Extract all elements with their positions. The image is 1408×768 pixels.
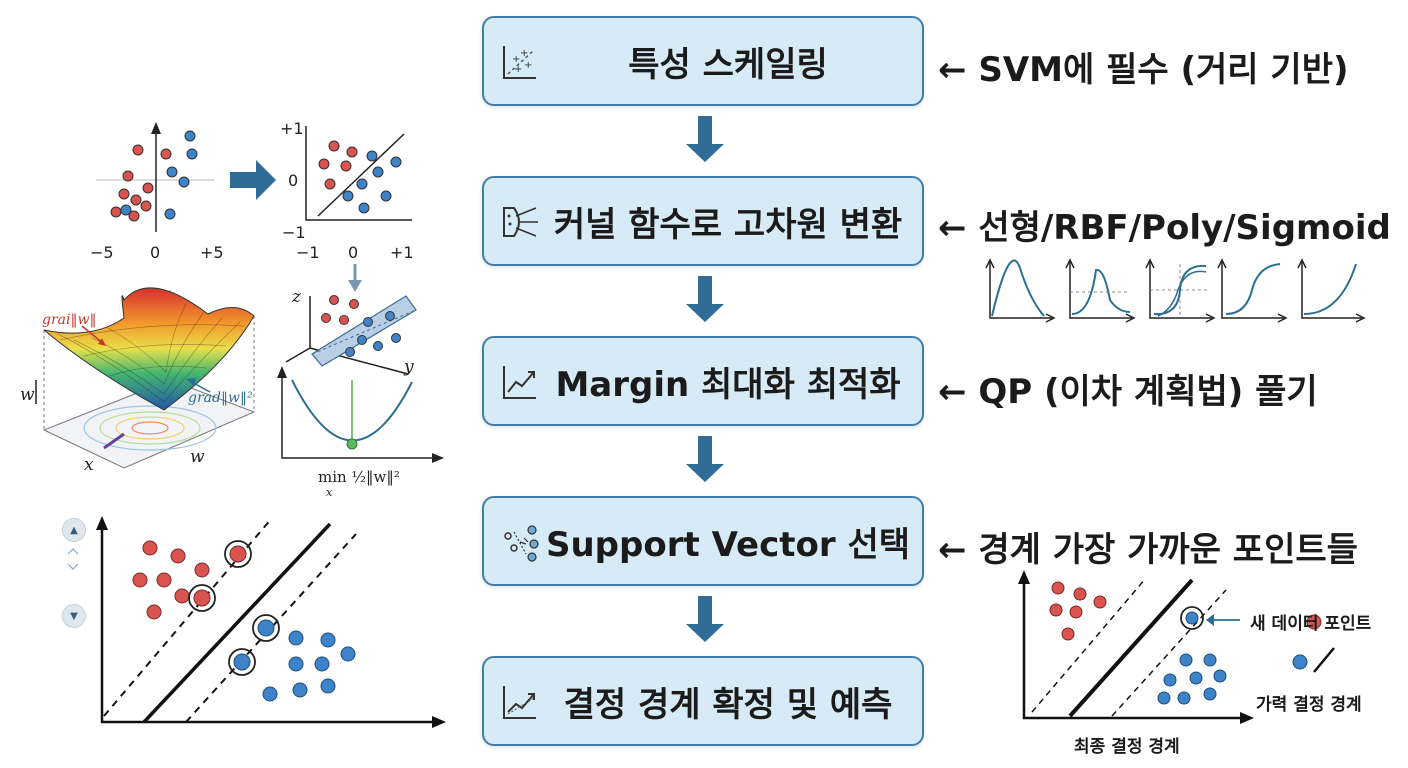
- final-boundary-label: 최종 결정 경계: [1074, 737, 1180, 757]
- tick-label: −1: [296, 243, 320, 262]
- step-support-vector: Support Vector 선택: [482, 496, 924, 586]
- kernel-plot-sigmoid: [1217, 258, 1288, 323]
- tick-label: 0: [288, 171, 298, 190]
- objective-label: min ½‖w‖²: [318, 468, 400, 486]
- chevron-up-icon: [67, 548, 79, 555]
- kernel-3d-plane: z y: [285, 287, 417, 377]
- tick-label: 0: [150, 243, 160, 262]
- axis-label-z: z: [291, 287, 302, 307]
- step-margin-optimization: Margin 최대화 최적화: [482, 336, 924, 426]
- flow-arrow-down: [686, 596, 724, 642]
- chevron-down-icon: [67, 563, 79, 570]
- tick-label: +1: [390, 243, 414, 262]
- flow-arrow-down: [686, 116, 724, 162]
- note-support-points: ← 경계 가장 가까운 포인트들: [938, 530, 1358, 570]
- flow-arrow-down: [686, 276, 724, 322]
- objective-subscript: x: [326, 486, 333, 499]
- step-label: 커널 함수로 고차원 변환: [553, 204, 903, 245]
- scatter-before-scaling: −5 0 +5: [90, 122, 224, 262]
- grad-label-right: grad‖w‖²: [188, 390, 253, 406]
- step-label: 결정 경계 확정 및 예측: [563, 684, 893, 725]
- step-decision-boundary: 결정 경계 확정 및 예측: [482, 656, 924, 746]
- tick-label: +5: [200, 243, 224, 262]
- trend-chart-icon: [503, 686, 536, 719]
- axis-label-w-left: w: [20, 385, 35, 405]
- svg-text:+: +: [512, 54, 520, 65]
- scroll-down-button[interactable]: ▼: [62, 604, 86, 628]
- note-kernels: ← 선형/RBF/Poly/Sigmoid: [938, 208, 1391, 248]
- tick-label: −1: [282, 223, 306, 242]
- scaling-arrow: [230, 160, 276, 200]
- step-feature-scaling: ++ ++ 특성 스케일링: [482, 16, 924, 106]
- kernel-plot-linear: [985, 258, 1056, 323]
- kernel-plot-poly: [1145, 258, 1216, 323]
- tick-label: 0: [348, 243, 358, 262]
- boundary-legend-label: 가력 결정 경계: [1256, 695, 1362, 715]
- support-vector-icon: [504, 525, 539, 562]
- step-label: Support Vector 선택: [545, 524, 911, 565]
- axis-label-y: y: [403, 357, 414, 377]
- new-point-label: 새 데이터 포인트: [1250, 614, 1372, 634]
- funnel-transform-icon: [503, 207, 538, 237]
- step-kernel-transform: 커널 함수로 고차원 변환: [482, 176, 924, 266]
- line-chart-icon: [503, 366, 536, 399]
- note-scaling: ← SVM에 필수 (거리 기반): [938, 50, 1349, 90]
- svg-text:+: +: [524, 60, 532, 71]
- axis-label-w-right: w: [190, 447, 205, 467]
- objective-parabola: min ½‖w‖² x: [277, 366, 444, 499]
- tick-label: −5: [90, 243, 114, 262]
- kernel-plot-exponential: [1297, 258, 1366, 323]
- step-label: Margin 최대화 최적화: [555, 364, 901, 405]
- svg-text:+: +: [514, 64, 522, 75]
- grad-label-top: grai‖w‖: [42, 312, 96, 328]
- scatter-plot-icon: ++ ++: [503, 46, 536, 79]
- kernel-plot-rbf: [1065, 258, 1136, 323]
- note-qp: ← QP (이차 계획법) 풀기: [938, 372, 1318, 412]
- flow-arrow-down: [686, 436, 724, 482]
- step-label: 특성 스케일링: [628, 44, 828, 85]
- scroll-up-button[interactable]: ▲: [62, 518, 86, 542]
- tick-label: +1: [280, 119, 304, 138]
- axis-label-x: x: [84, 455, 94, 475]
- svg-text:+: +: [520, 48, 528, 59]
- scatter-after-scaling: +1 0 −1 −1 0 +1: [280, 119, 414, 262]
